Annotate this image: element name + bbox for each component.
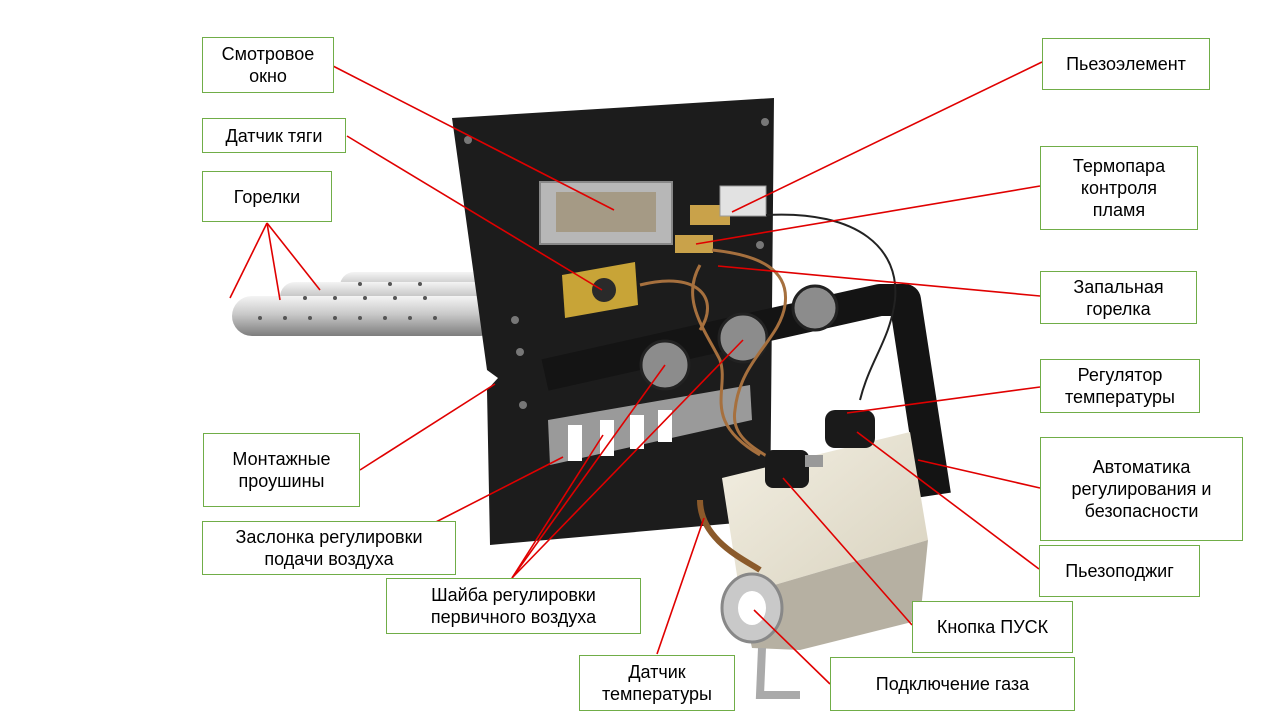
label-temperature-regulator: Регулятор температуры [1040, 359, 1200, 413]
burner-pipes [232, 272, 500, 336]
label-primary-air-washer: Шайба регулировки первичного воздуха [386, 578, 641, 634]
label-start-button: Кнопка ПУСК [912, 601, 1073, 653]
piezo-fittings [675, 185, 767, 253]
primary-air-washers [639, 284, 839, 391]
capillary-wires [639, 248, 788, 467]
gas-valve [697, 410, 928, 699]
leader-lines [229, 61, 1043, 685]
gas-manifold-tube [541, 284, 951, 498]
viewing-window [539, 181, 673, 245]
label-gas-connection: Подключение газа [830, 657, 1075, 711]
label-viewing-window: Смотровое окно [202, 37, 334, 93]
label-flame-thermocouple: Термопара контроля пламя [1040, 146, 1198, 230]
label-air-damper: Заслонка регулировки подачи воздуха [202, 521, 456, 575]
draft-sensor [562, 262, 638, 318]
label-mounting-lugs: Монтажные проушины [203, 433, 360, 507]
label-pilot-burner: Запальная горелка [1040, 271, 1197, 324]
label-draft-sensor: Датчик тяги [202, 118, 346, 153]
label-piezo-element: Пьезоэлемент [1042, 38, 1210, 90]
label-piezo-ignition: Пьезоподжиг [1039, 545, 1200, 597]
label-safety-automation: Автоматика регулирования и безопасности [1040, 437, 1243, 541]
label-burners: Горелки [202, 171, 332, 222]
air-damper [548, 385, 752, 465]
label-temperature-sensor: Датчик температуры [579, 655, 735, 711]
